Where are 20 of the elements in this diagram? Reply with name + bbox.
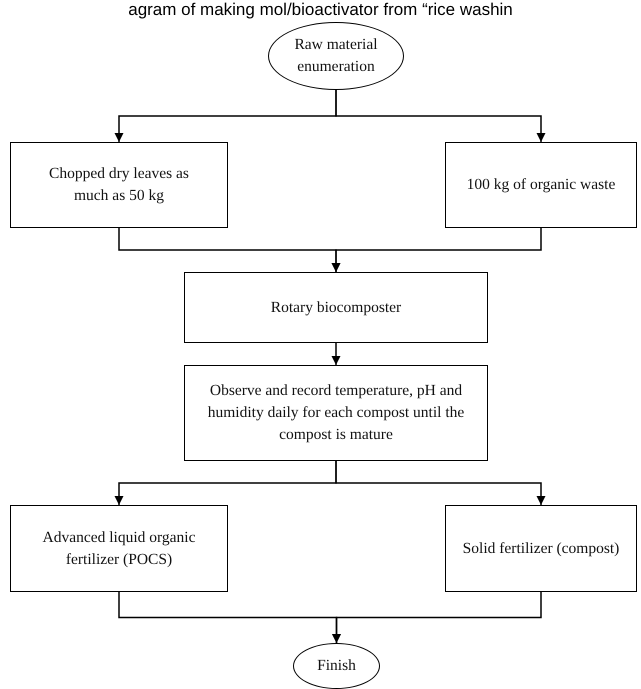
- diagram-title: agram of making mol/bioactivator from “rice washin: [127, 1, 514, 20]
- node-label: Chopped dry leaves as much as 50 kg: [48, 164, 190, 206]
- node-label: Advanced liquid organic fertilizer (POCS): [42, 528, 196, 570]
- connector-arrow: [332, 592, 542, 643]
- process-box: [445, 142, 637, 228]
- process-box: [10, 505, 228, 592]
- process-box: [445, 505, 637, 592]
- node-label: Observe and record temperature, pH and humidity daily for each compost until the compost is mature: [206, 381, 466, 445]
- node-label: Finish: [317, 656, 356, 676]
- process-box: [184, 365, 488, 461]
- connector-arrow: [332, 228, 542, 272]
- node-label: Rotary biocomposter: [270, 298, 402, 318]
- process-box: [184, 272, 488, 343]
- connector-arrow: [335, 90, 546, 142]
- connector-arrow: [335, 461, 546, 505]
- process-box: [10, 142, 228, 228]
- node-label: 100 kg of organic waste: [466, 175, 616, 196]
- connector-arrow: [332, 343, 340, 365]
- node-label: Raw material enumeration: [293, 35, 379, 77]
- node-label: Solid fertilizer (compost): [462, 538, 620, 559]
